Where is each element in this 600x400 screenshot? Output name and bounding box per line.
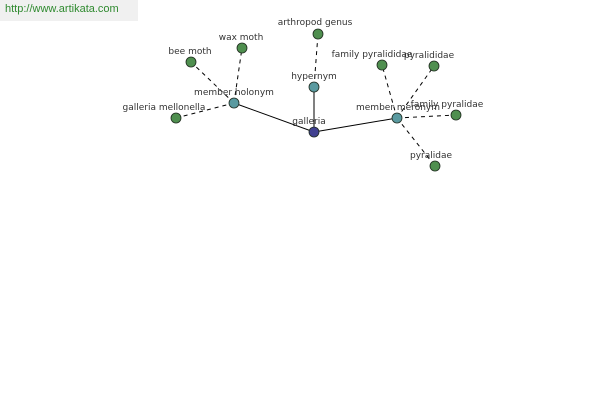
label-galleria-mellonella: galleria mellonella xyxy=(123,103,206,113)
label-member-meronym: member meronym xyxy=(356,103,440,113)
edge-meronym-pyralidae xyxy=(396,117,436,167)
node-wax-moth[interactable] xyxy=(236,42,248,54)
label-galleria: galleria xyxy=(292,117,325,127)
node-member-holonym[interactable] xyxy=(228,97,240,109)
edge-hypernym-arthropod-genus xyxy=(313,33,319,88)
label-family-pyralidae: family pyralidae xyxy=(411,100,484,110)
edge-holonym-wax-moth xyxy=(233,47,243,104)
edge-holonym-bee-moth xyxy=(190,61,235,104)
node-bee-moth[interactable] xyxy=(185,56,197,68)
node-pyralidae[interactable] xyxy=(429,160,441,172)
edge-holonym-galleria-mellonella xyxy=(175,102,235,119)
label-bee-moth: bee moth xyxy=(168,47,211,57)
label-pyralidae: pyralidae xyxy=(410,151,452,161)
edge-galleria-member-holonym xyxy=(233,102,315,133)
site-url-link[interactable]: http://www.artikata.com xyxy=(5,3,119,15)
label-wax-moth: wax moth xyxy=(219,33,264,43)
edge-meronym-family-pyralidae xyxy=(396,114,457,119)
node-pyralididae[interactable] xyxy=(428,60,440,72)
node-arthropod-genus[interactable] xyxy=(312,28,324,40)
label-hypernym: hypernym xyxy=(291,72,337,82)
label-member-holonym: member holonym xyxy=(194,88,274,98)
label-pyralididae: pyralididae xyxy=(404,51,455,61)
node-hypernym[interactable] xyxy=(308,81,320,93)
label-family-pyralididae: family pyralididae xyxy=(332,50,413,60)
node-family-pyralidae[interactable] xyxy=(450,109,462,121)
url-banner: http://www.artikata.com xyxy=(0,0,138,21)
node-member-meronym[interactable] xyxy=(391,112,403,124)
edge-meronym-pyralididae xyxy=(396,65,435,119)
edge-galleria-member-meronym xyxy=(313,117,398,133)
edge-meronym-family-pyralididae xyxy=(381,64,398,119)
label-arthropod-genus: arthropod genus xyxy=(278,18,353,28)
node-family-pyralididae[interactable] xyxy=(376,59,388,71)
node-galleria-mellonella[interactable] xyxy=(170,112,182,124)
node-galleria[interactable] xyxy=(308,126,320,138)
